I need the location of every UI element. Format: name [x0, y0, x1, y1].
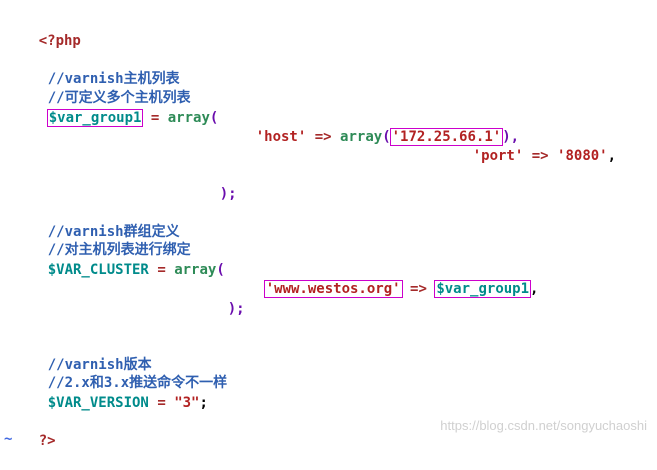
php-open-tag: <?php — [38, 33, 81, 49]
assign-operator: = — [150, 110, 160, 126]
comment-line: //varnish主机列表 — [14, 51, 180, 87]
var-group1-ref-highlighted: $var_group1 — [434, 280, 532, 298]
comment-line: //varnish版本 — [14, 337, 152, 373]
close-paren-comma: ), — [502, 129, 520, 145]
var-cluster-line: $VAR_CLUSTER = array( — [14, 242, 225, 278]
assign-operator: = — [157, 262, 166, 278]
var-group1-line: $var_group1 = array( — [14, 90, 218, 127]
port-key: 'port' — [472, 148, 524, 164]
version-value: "3" — [174, 395, 200, 411]
close-array-line: ); — [186, 166, 237, 202]
comment-line: //2.x和3.x推送命令不一样 — [14, 355, 227, 391]
host-key: 'host' — [255, 129, 307, 145]
array-keyword: array — [340, 129, 383, 145]
php-open-tag-line: <?php — [5, 13, 81, 49]
comment-text: //对主机列表进行绑定 — [47, 242, 191, 258]
port-entry-line: 'port' => '8080', — [439, 128, 616, 164]
var-cluster: $VAR_CLUSTER — [47, 262, 149, 278]
arrow-operator: => — [531, 148, 549, 164]
array-keyword: array — [167, 110, 210, 126]
comment-text: //varnish版本 — [47, 357, 152, 373]
host-entry-line: 'host' => array('172.25.66.1'), — [222, 109, 519, 146]
var-group1-highlighted: $var_group1 — [46, 109, 144, 127]
comment-line: //可定义多个主机列表 — [14, 70, 191, 106]
comment-text: //varnish群组定义 — [47, 224, 180, 240]
assign-operator: = — [157, 395, 166, 411]
var-version-line: $VAR_VERSION = "3"; — [14, 375, 208, 411]
open-paren: ( — [209, 110, 219, 126]
domain-value-highlighted: 'www.westos.org' — [263, 280, 403, 298]
semicolon: ; — [199, 395, 208, 411]
open-paren: ( — [216, 262, 225, 278]
comment-line: //varnish群组定义 — [14, 204, 180, 240]
comment-text: //可定义多个主机列表 — [47, 90, 191, 106]
php-close-tag-line: ?> — [5, 413, 56, 449]
empty-line-tilde: ~ — [4, 431, 13, 447]
cluster-entry-line: 'www.westos.org' => $var_group1, — [231, 261, 538, 298]
close-array-line: ); — [194, 281, 245, 317]
arrow-operator: => — [410, 281, 427, 297]
php-close-tag: ?> — [38, 433, 56, 449]
var-version: $VAR_VERSION — [47, 395, 149, 411]
comma: , — [530, 281, 539, 297]
open-paren: ( — [382, 129, 391, 145]
comment-text: //varnish主机列表 — [47, 71, 180, 87]
arrow-operator: => — [314, 129, 332, 145]
comma: , — [607, 148, 617, 164]
ip-value-highlighted: '172.25.66.1' — [389, 128, 504, 146]
watermark-text: https://blog.csdn.net/songyuchaoshi — [440, 418, 647, 433]
comment-text: //2.x和3.x推送命令不一样 — [47, 375, 228, 391]
close-paren-semicolon: ); — [227, 301, 245, 317]
close-paren-semicolon: ); — [219, 186, 237, 202]
comment-line: //对主机列表进行绑定 — [14, 222, 191, 258]
array-keyword: array — [174, 262, 217, 278]
port-value: '8080' — [557, 148, 608, 164]
